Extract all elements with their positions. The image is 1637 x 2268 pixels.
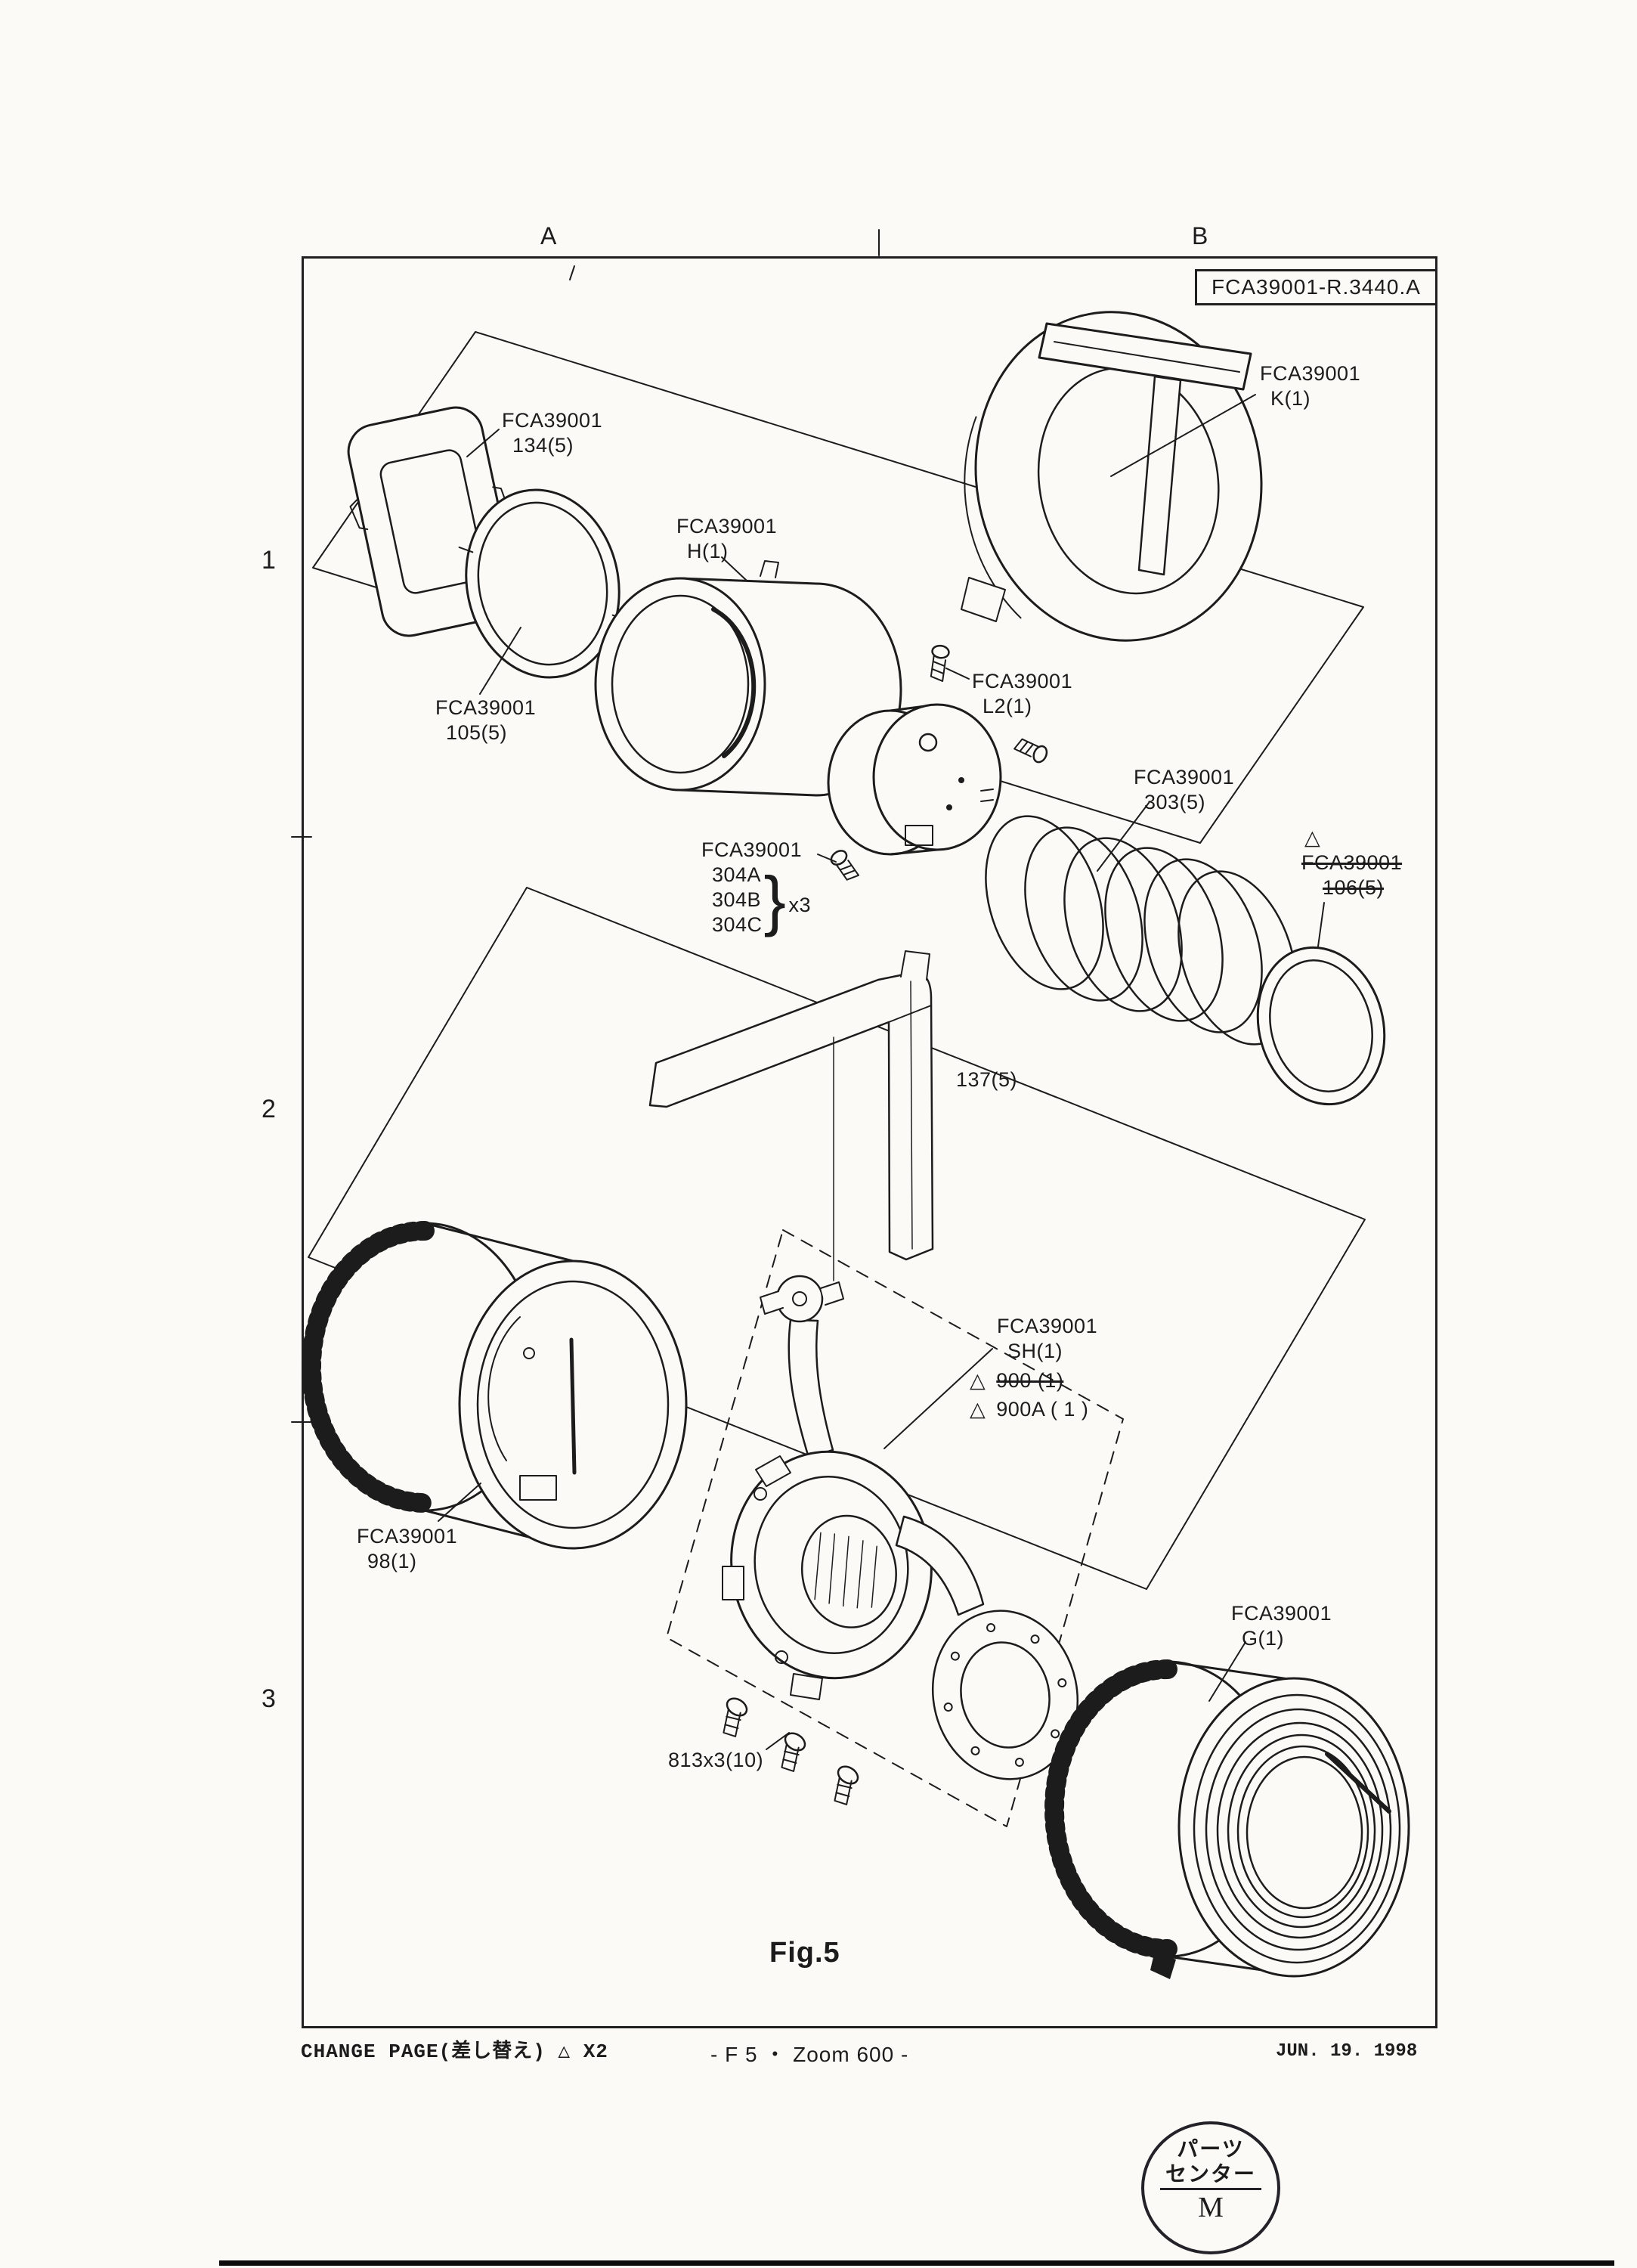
label-part-134-line2: 134(5) <box>512 434 574 457</box>
label-part-304-line1: FCA39001 <box>701 838 803 861</box>
grid-row-2: 2 <box>261 1095 276 1123</box>
label-part-900-text: 900 (1) <box>996 1369 1064 1392</box>
label-part-106-line2: 106(5) <box>1323 876 1385 899</box>
screw-304-icon <box>830 850 860 881</box>
label-part-SH-line1: FCA39001 <box>997 1315 1098 1337</box>
register-ticks <box>291 229 880 1423</box>
diagram-frame <box>302 256 1437 2028</box>
section-outline-2 <box>308 887 1366 1590</box>
label-part-304c: 304C <box>712 913 763 936</box>
leader-lines <box>438 394 1325 1750</box>
label-part-137: 137(5) <box>956 1067 1017 1092</box>
label-part-134: FCA39001 134(5) <box>502 408 602 458</box>
grid-row-1: 1 <box>261 546 276 575</box>
label-part-G-line2: G(1) <box>1242 1627 1284 1650</box>
label-part-H: FCA39001 H(1) <box>676 514 777 564</box>
label-part-900a: △ 900A ( 1 ) <box>970 1397 1088 1422</box>
label-part-G-line1: FCA39001 <box>1231 1602 1332 1625</box>
grid-col-a: A <box>540 222 557 249</box>
scan-artifact-line <box>219 2260 1614 2266</box>
part-98-barrel <box>302 1221 688 1550</box>
footer-change-page: CHANGE PAGE(差し替え) △ X2 <box>301 2040 608 2063</box>
screw-L2-side-icon <box>1013 738 1048 764</box>
footer-model: - F 5 ・ Zoom 600 - <box>710 2043 909 2066</box>
screw-813-icon <box>781 1732 806 1772</box>
label-part-813: 813x3(10) <box>668 1748 763 1773</box>
reference-number: FCA39001-R.3440.A <box>1212 275 1421 299</box>
label-part-SH: FCA39001 SH(1) <box>997 1314 1097 1364</box>
label-part-303-line1: FCA39001 <box>1134 766 1235 789</box>
stamp-text-line1: パーツ <box>1177 2137 1245 2161</box>
label-part-304-multiplier: x3 <box>788 894 811 916</box>
part-137-flex-ribbon <box>648 950 934 1281</box>
label-part-813-line1: 813x3(10) <box>668 1749 764 1771</box>
part-106-ring <box>1256 946 1386 1106</box>
grid-row-3: 3 <box>261 1684 276 1713</box>
label-part-900-old: △ 900 (1) <box>970 1368 1063 1393</box>
stamp-text-line2: センター <box>1165 2162 1256 2186</box>
part-105-ring <box>458 488 627 679</box>
screw-L2-top-icon <box>930 644 950 682</box>
footer-date: JUN. 19. 1998 <box>1276 2041 1418 2062</box>
label-part-SH-line2: SH(1) <box>1007 1340 1063 1362</box>
part-L2-shutter-unit <box>827 703 1002 856</box>
label-part-98: FCA39001 98(1) <box>357 1524 457 1574</box>
part-G-barrel <box>1044 1659 1410 1979</box>
screws-813 <box>723 1697 859 1805</box>
label-part-106-line1: FCA39001 <box>1301 851 1403 874</box>
label-part-304a: 304A <box>712 863 762 886</box>
label-part-98-line1: FCA39001 <box>357 1525 458 1548</box>
reference-number-box: FCA39001-R.3440.A <box>1195 269 1437 305</box>
label-part-304-group: 304A 304B 304C } x3 <box>701 863 811 937</box>
part-SH-shutter-assembly <box>722 1275 1079 1780</box>
parts-center-stamp: パーツ センター M <box>1141 2121 1280 2254</box>
label-part-H-line2: H(1) <box>687 540 729 562</box>
label-part-303-line2: 303(5) <box>1144 791 1206 813</box>
label-part-137-line1: 137(5) <box>956 1068 1018 1091</box>
screw-813-icon <box>723 1697 748 1737</box>
delta-mark-900: △ <box>970 1369 986 1392</box>
brace-glyph: } <box>763 862 787 937</box>
part-K-cover <box>961 311 1263 642</box>
label-part-K-line1: FCA39001 <box>1260 362 1361 385</box>
label-part-134-line1: FCA39001 <box>502 409 603 432</box>
label-part-900a-text: 900A ( 1 ) <box>996 1398 1089 1421</box>
label-part-105: FCA39001 105(5) <box>435 696 536 745</box>
grid-col-b: B <box>1192 222 1208 249</box>
label-part-K-line2: K(1) <box>1270 387 1311 410</box>
label-part-L2-line2: L2(1) <box>983 695 1032 717</box>
label-part-K: FCA39001 K(1) <box>1260 361 1360 411</box>
delta-mark-106: △ <box>1304 826 1321 849</box>
screw-813-icon <box>834 1765 859 1805</box>
assembly-outline-dashed <box>666 1229 1124 1827</box>
label-part-L2: FCA39001 L2(1) <box>972 669 1072 719</box>
label-part-105-line2: 105(5) <box>446 721 508 744</box>
label-part-G: FCA39001 G(1) <box>1231 1601 1332 1651</box>
label-part-L2-line1: FCA39001 <box>972 670 1073 692</box>
label-part-98-line2: 98(1) <box>367 1550 417 1572</box>
label-part-H-line1: FCA39001 <box>676 515 778 538</box>
figure-caption: Fig.5 <box>769 1937 840 1969</box>
label-part-304b: 304B <box>712 888 762 911</box>
label-part-304: FCA39001 304A 304B 304C } x3 <box>701 838 811 937</box>
stamp-letter: M <box>1160 2188 1261 2225</box>
label-part-303: FCA39001 303(5) <box>1134 765 1234 815</box>
delta-mark-900a: △ <box>970 1398 986 1421</box>
label-part-106: △ FCA39001 106(5) <box>1301 826 1402 900</box>
label-part-105-line1: FCA39001 <box>435 696 537 719</box>
